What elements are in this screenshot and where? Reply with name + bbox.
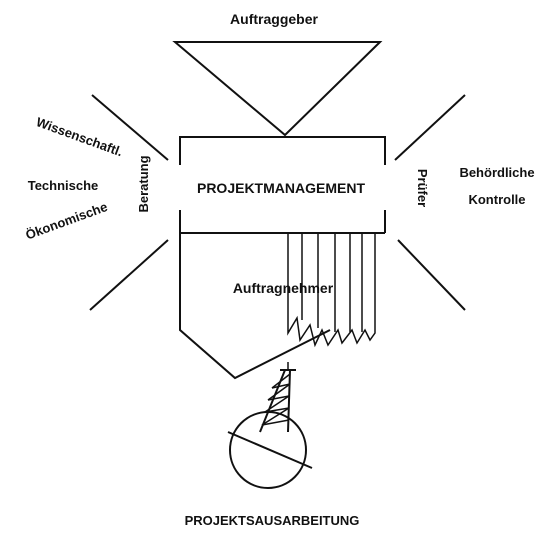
- left-ray-top: [91, 94, 169, 161]
- consulting-label: Beratung: [136, 155, 151, 212]
- scientific-label: Wissenschaftl.: [34, 114, 125, 159]
- project-management-label: PROJEKTMANAGEMENT: [197, 180, 365, 196]
- right-ray-bottom: [397, 239, 466, 311]
- authority-label-line2: Kontrolle: [468, 192, 525, 207]
- right-ray-top: [394, 94, 466, 161]
- contractor-bars-outline: [287, 233, 376, 348]
- project-elaboration-label: PROJEKTSAUSARBEITUNG: [185, 513, 360, 528]
- authority-label-line1: Behördliche: [459, 165, 534, 180]
- pm-box-top: [179, 136, 386, 165]
- drilling-rig-icon: [227, 362, 313, 489]
- contractor-label: Auftragnehmer: [233, 280, 334, 296]
- contractor-box-left: [179, 210, 331, 380]
- client-funnel: [172, 41, 383, 137]
- technical-label: Technische: [28, 178, 99, 193]
- client-label: Auftraggeber: [230, 11, 318, 27]
- economic-label: Ökonomische: [24, 199, 110, 242]
- left-ray-bottom: [89, 239, 169, 311]
- inspector-label: Prüfer: [415, 169, 430, 207]
